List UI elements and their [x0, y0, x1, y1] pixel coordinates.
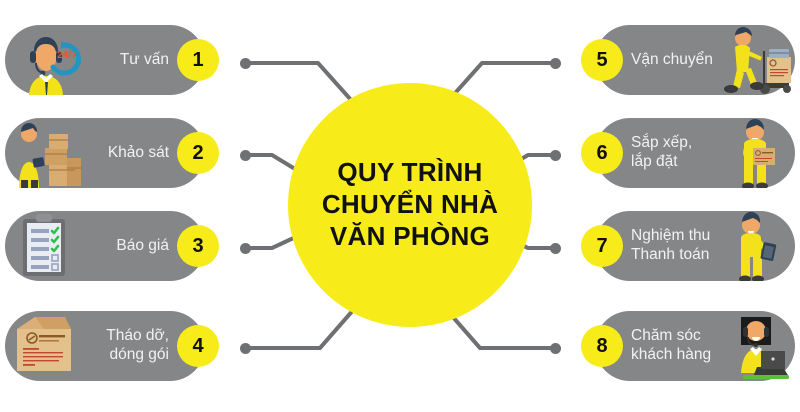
hub-title-line-2: CHUYỂN NHÀ [321, 189, 499, 220]
worker-hand-truck-icon [717, 25, 795, 95]
step-label: Khảo sát [107, 143, 169, 161]
connector-dot [550, 343, 561, 354]
worker-survey-boxes-icon [5, 118, 83, 188]
cardboard-box-icon [5, 311, 83, 381]
step-number-badge: 6 [581, 132, 623, 174]
step-item-6[interactable]: 6 Sắp xếp, lắp đặt [581, 118, 795, 188]
connector-dot [550, 58, 561, 69]
hub-title-line-1: QUY TRÌNH [337, 157, 483, 188]
step-item-1[interactable]: 24/7 Tư vấn 1 [5, 25, 219, 95]
step-item-2[interactable]: Khảo sát 2 [5, 118, 219, 188]
connector-dot [240, 243, 251, 254]
step-number-badge: 4 [177, 325, 219, 367]
step-item-5[interactable]: 5 Vận chuyển [581, 25, 795, 95]
step-label: Báo giá [116, 236, 169, 254]
worker-carrying-box-icon [717, 118, 795, 188]
connector-dot [240, 343, 251, 354]
step-label: Sắp xếp, lắp đặt [631, 134, 693, 170]
connector-dot [550, 150, 561, 161]
hub-title-line-3: VĂN PHÒNG [329, 220, 491, 251]
step-number-badge: 3 [177, 225, 219, 267]
connector-dot [240, 150, 251, 161]
center-hub: QUY TRÌNH CHUYỂN NHÀ VĂN PHÒNG [288, 83, 532, 327]
worker-tablet-icon [717, 211, 795, 281]
step-number-badge: 1 [177, 39, 219, 81]
step-label: Tháo dỡ, dóng gói [106, 327, 169, 363]
headset-agent-247-icon: 24/7 [5, 25, 83, 95]
svg-text:24/7: 24/7 [57, 50, 77, 61]
clipboard-checklist-icon [5, 211, 83, 281]
connector-dot [240, 58, 251, 69]
step-number-badge: 7 [581, 225, 623, 267]
step-label: Chăm sóc khách hàng [631, 327, 712, 363]
step-label: Tư vấn [119, 50, 169, 68]
step-item-8[interactable]: 8 Chăm sóc khách hàng [581, 311, 795, 381]
step-item-7[interactable]: 7 Nghiệm thu Thanh toán [581, 211, 795, 281]
step-number-badge: 2 [177, 132, 219, 174]
step-label: Vận chuyển [631, 50, 713, 68]
support-agent-laptop-icon [717, 311, 795, 381]
step-item-3[interactable]: Báo giá 3 [5, 211, 219, 281]
connector-dot [550, 243, 561, 254]
step-number-badge: 8 [581, 325, 623, 367]
step-label: Nghiệm thu Thanh toán [631, 227, 711, 263]
step-number-badge: 5 [581, 39, 623, 81]
step-item-4[interactable]: Tháo dỡ, dóng gói 4 [5, 311, 219, 381]
